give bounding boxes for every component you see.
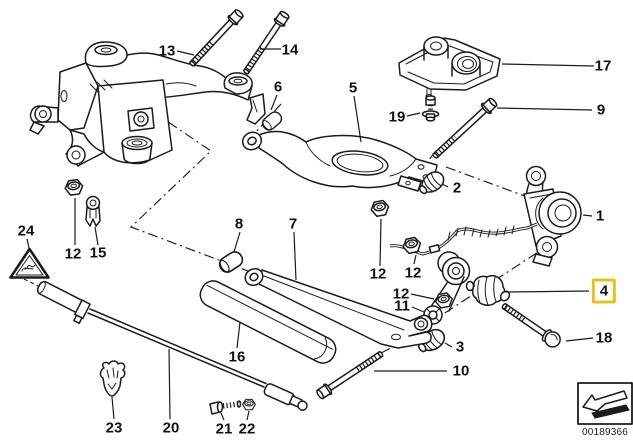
part-8-bushing bbox=[216, 248, 246, 276]
part-subframe-carrier bbox=[29, 41, 266, 167]
callout-9[interactable]: 9 bbox=[596, 101, 606, 119]
part-19-bolt bbox=[421, 95, 440, 122]
callout-19[interactable]: 19 bbox=[388, 108, 406, 126]
callout-23[interactable]: 23 bbox=[105, 419, 123, 437]
callout-22[interactable]: 22 bbox=[238, 420, 256, 438]
callout-6[interactable]: 6 bbox=[273, 78, 283, 96]
callout-24[interactable]: 24 bbox=[17, 222, 35, 240]
callout-18[interactable]: 18 bbox=[595, 329, 613, 347]
part-16-shield bbox=[199, 280, 337, 364]
callout-8[interactable]: 8 bbox=[234, 215, 244, 233]
part-1-wheel-carrier bbox=[523, 165, 582, 267]
callout-11[interactable]: 11 bbox=[394, 297, 410, 315]
callout-3[interactable]: 3 bbox=[455, 338, 465, 356]
callout-1[interactable]: 1 bbox=[595, 207, 605, 225]
part-5-upper-control-arm bbox=[241, 130, 438, 192]
leader-lines bbox=[26, 48, 595, 421]
part-13-bolt bbox=[187, 8, 245, 69]
callout-4-highlighted[interactable]: 4 bbox=[591, 278, 617, 304]
callout-16[interactable]: 16 bbox=[228, 348, 246, 366]
callout-10[interactable]: 10 bbox=[452, 362, 470, 380]
part-21-bolt bbox=[209, 400, 242, 415]
part-7-trailing-arm bbox=[244, 267, 433, 349]
callout-2[interactable]: 2 bbox=[452, 179, 462, 197]
callout-7[interactable]: 7 bbox=[288, 215, 298, 233]
callout-13[interactable]: 13 bbox=[158, 42, 176, 60]
part-9-bolt bbox=[432, 97, 498, 159]
callout-21[interactable]: 21 bbox=[215, 420, 233, 438]
page-arrow-icon bbox=[577, 382, 633, 425]
part-4-bushing bbox=[465, 275, 511, 306]
callout-12[interactable]: 12 bbox=[369, 265, 387, 283]
part-12-nut bbox=[63, 178, 85, 197]
part-12-nut bbox=[369, 199, 391, 218]
part-18-bolt bbox=[501, 303, 561, 348]
callout-14[interactable]: 14 bbox=[281, 41, 299, 59]
callout-12[interactable]: 12 bbox=[404, 264, 422, 282]
warning-triangle-icon bbox=[9, 247, 50, 279]
part-20-pipe bbox=[36, 280, 308, 411]
callout-15[interactable]: 15 bbox=[89, 244, 107, 262]
callout-12[interactable]: 12 bbox=[392, 285, 410, 303]
callout-12[interactable]: 12 bbox=[64, 245, 82, 263]
part-17-mount-bracket bbox=[398, 36, 501, 98]
callout-20[interactable]: 20 bbox=[162, 419, 180, 437]
callout-5[interactable]: 5 bbox=[348, 79, 358, 97]
part-10-bolt bbox=[316, 350, 384, 400]
part-22-nut bbox=[242, 398, 256, 411]
part-23-clip bbox=[99, 360, 126, 397]
part-number: 00189366 bbox=[581, 427, 629, 438]
part-15-clip bbox=[85, 195, 101, 227]
callout-17[interactable]: 17 bbox=[594, 57, 612, 75]
